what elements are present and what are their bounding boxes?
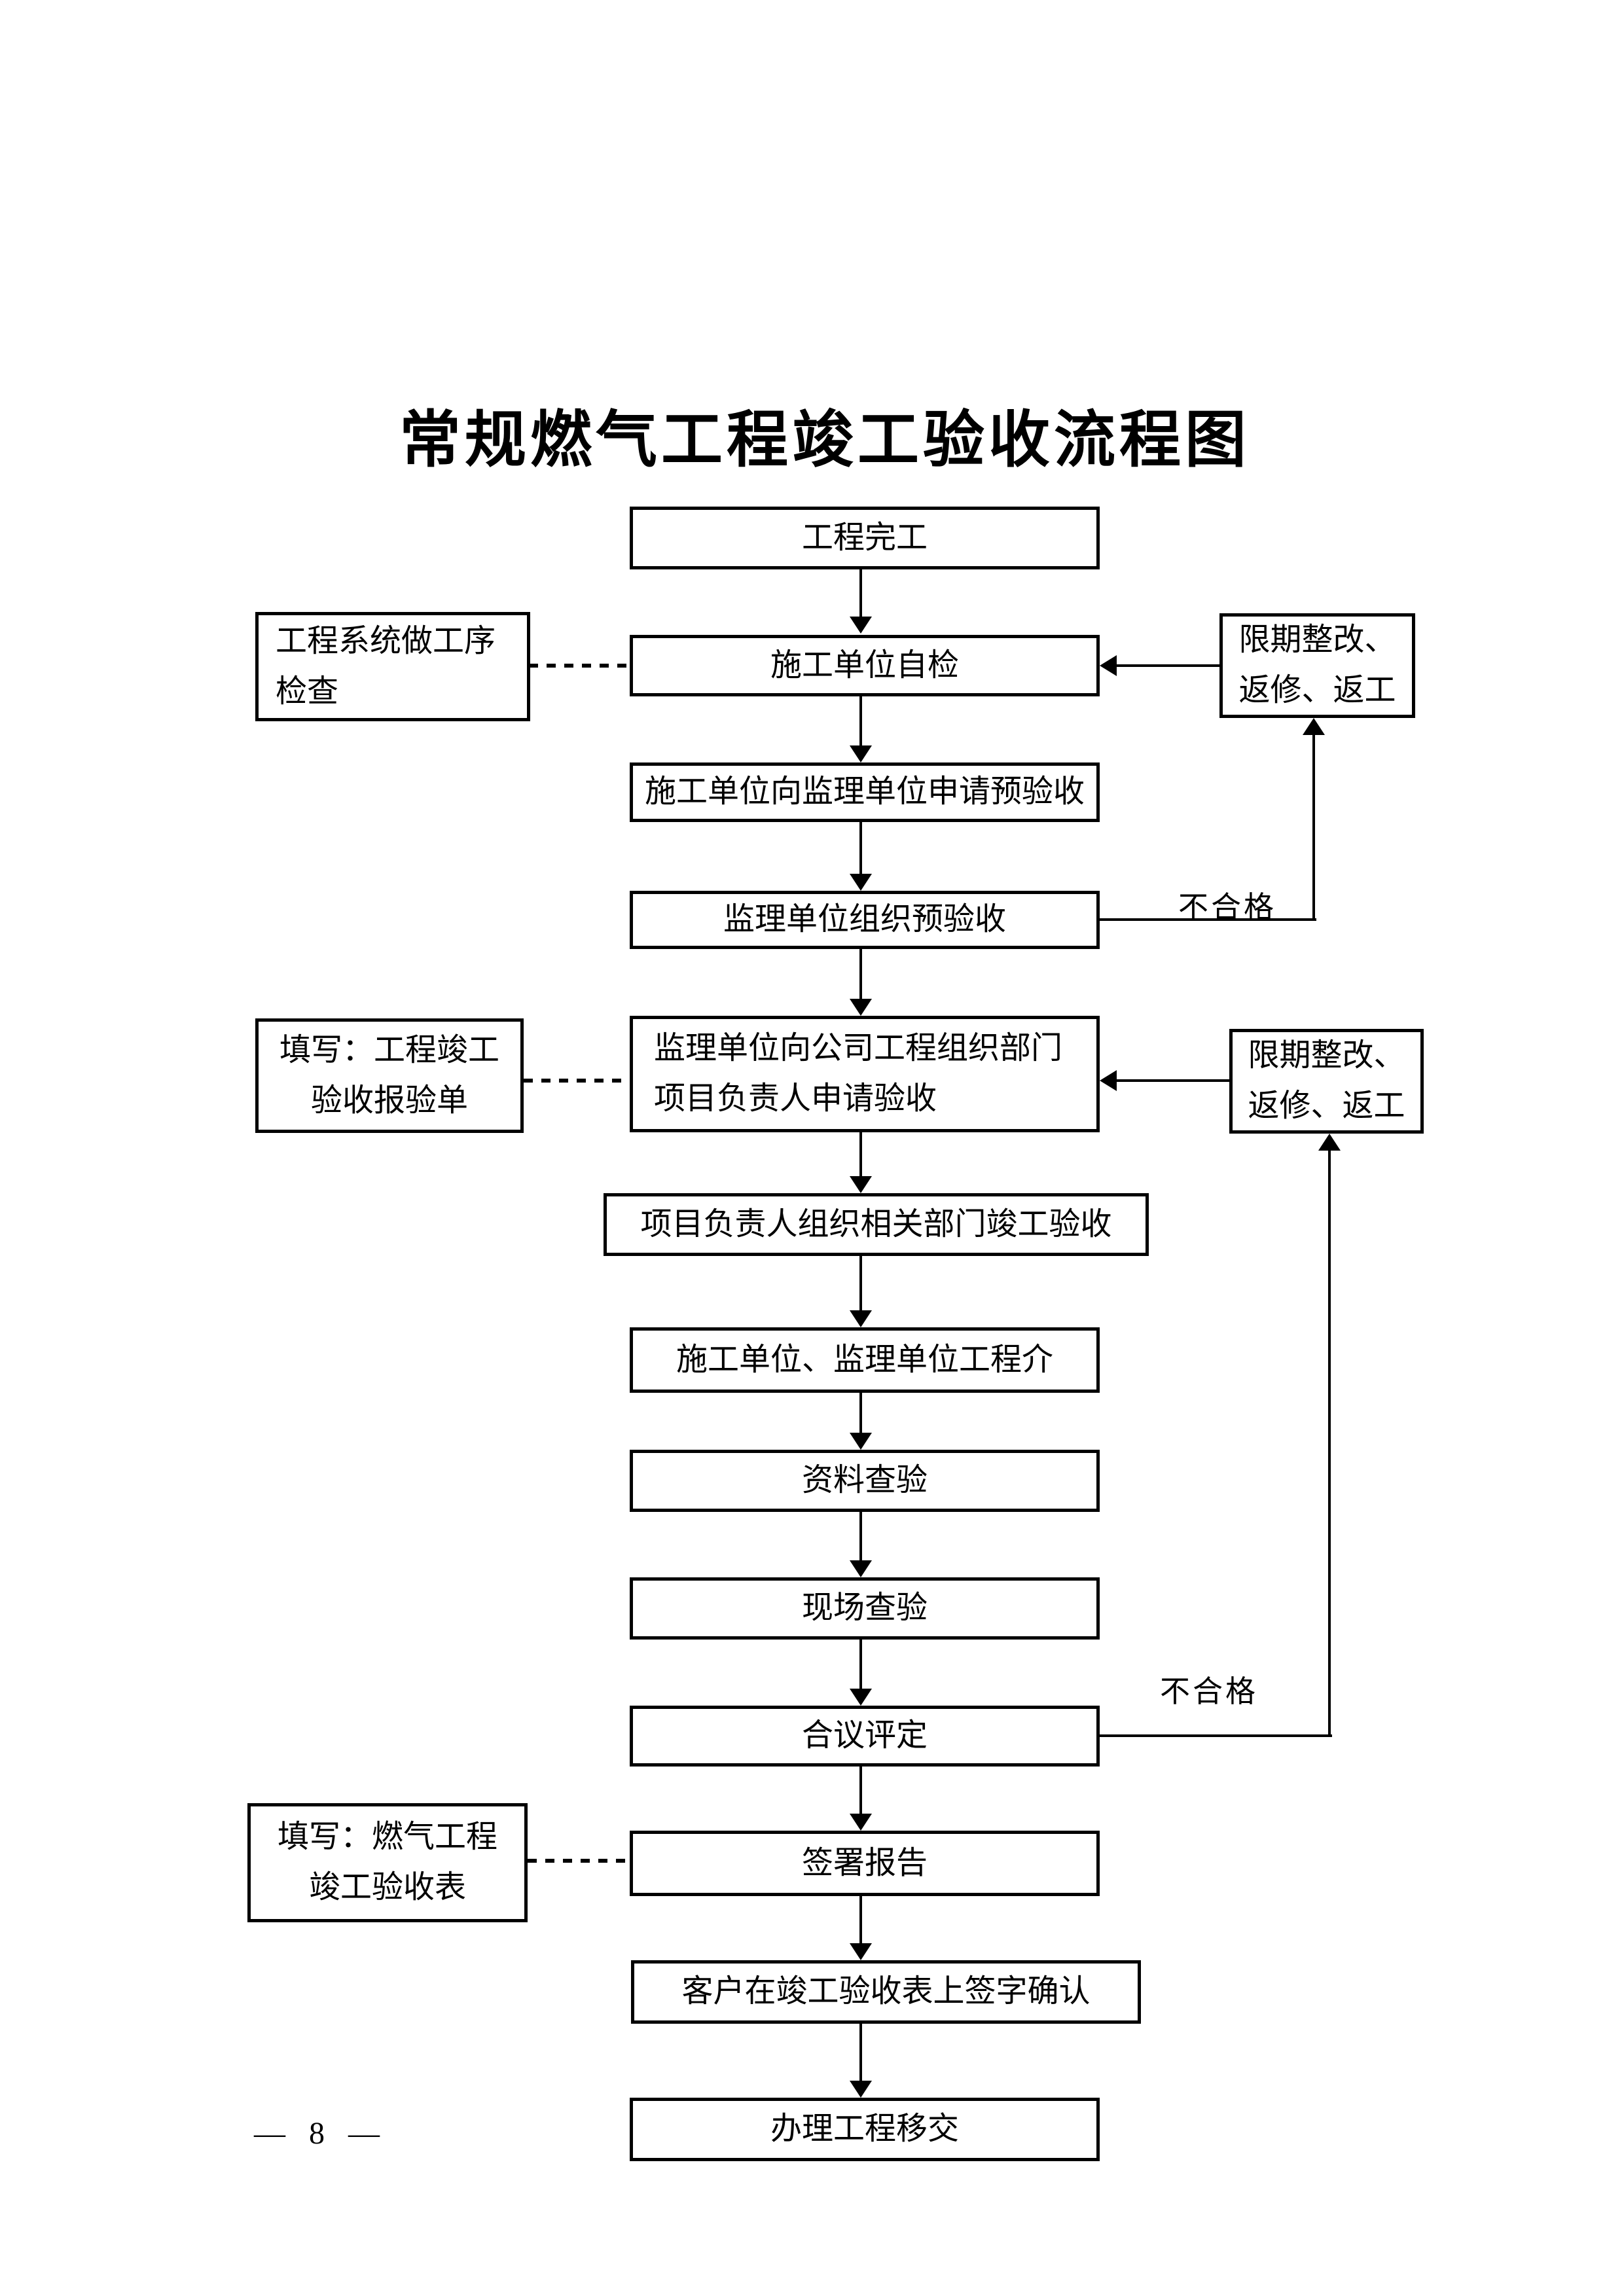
feedback2-horizontal-line [1100,1734,1332,1737]
flow-node-document-check: 资料查验 [630,1450,1100,1512]
arrow-down-icon [850,1814,872,1831]
arrow-down-icon [850,617,872,634]
page-number: — 8 — [254,2116,388,2151]
arrow-down-icon [850,1560,872,1577]
flow-node-label: 签署报告 [801,1845,928,1880]
flow-node-label: 资料查验 [801,1463,928,1498]
flow-node-label: 施工单位自检 [770,647,959,683]
flow-node-project-complete: 工程完工 [630,507,1100,569]
arrow-left-icon [1100,1070,1117,1091]
side-note-fill-completion-acceptance-form: 填写：燃气工程 竣工验收表 [247,1803,528,1922]
connector-line [859,694,862,747]
flow-node-label: 客户在竣工验收表上签字确认 [681,1974,1091,2009]
flow-node-label-line1: 监理单位向公司工程组织部门 [654,1031,1063,1066]
connector-line [859,1765,862,1815]
rework-line1: 限期整改、 [1238,622,1396,658]
feedback1-vertical-line [1312,734,1315,921]
arrow-down-icon [850,1310,872,1327]
arrow-down-icon [850,2081,872,2098]
flow-node-label: 项目负责人组织相关部门竣工验收 [640,1206,1112,1242]
feedback1-horizontal-line [1100,918,1316,921]
connector-line [859,567,862,618]
connector-line [859,1255,862,1312]
flow-node-sign-report: 签署报告 [630,1831,1100,1896]
rework-line2: 返修、返工 [1248,1088,1405,1123]
connector-line [859,1131,862,1177]
side-note-line1: 填写：工程竣工 [279,1032,499,1067]
arrow-down-icon [850,745,872,762]
flow-node-supervisor-pre-acceptance: 监理单位组织预验收 [630,891,1100,949]
side-note-fill-acceptance-report-form: 填写：工程竣工 验收报验单 [255,1018,524,1133]
flow-node-label-line2: 项目负责人申请验收 [654,1081,937,1116]
flow-node-project-handover: 办理工程移交 [630,2098,1100,2161]
fail-label-1: 不合格 [1178,891,1276,924]
rework-box-2: 限期整改、 返修、返工 [1229,1029,1424,1134]
rework-line2: 返修、返工 [1238,673,1396,708]
arrow-down-icon [850,1943,872,1960]
dashed-connector [528,1859,630,1863]
flow-node-contractor-self-check: 施工单位自检 [630,635,1100,696]
arrow-down-icon [850,999,872,1016]
arrow-down-icon [850,1176,872,1193]
side-note-line1: 工程系统做工序 [276,623,496,658]
arrow-down-icon [850,874,872,891]
flow-node-site-check: 现场查验 [630,1577,1100,1640]
flow-node-label: 监理单位组织预验收 [723,902,1006,937]
connector-line [859,2022,862,2082]
arrow-up-icon [1303,718,1325,735]
feedback2-return-line [1117,1079,1229,1082]
flow-node-label: 现场查验 [801,1590,928,1626]
arrow-down-icon [850,1689,872,1706]
flow-node-customer-sign-confirm: 客户在竣工验收表上签字确认 [631,1960,1141,2024]
side-note-line2: 验收报验单 [310,1083,468,1118]
side-note-process-check: 工程系统做工序 检查 [255,612,530,721]
side-note-line1: 填写：燃气工程 [277,1820,497,1855]
connector-line [859,1511,862,1562]
dashed-connector [524,1079,630,1083]
rework-box-1: 限期整改、 返修、返工 [1219,613,1415,718]
feedback1-return-line [1117,664,1219,667]
dashed-connector [529,664,630,668]
flow-node-organize-completion-acceptance: 项目负责人组织相关部门竣工验收 [604,1193,1149,1256]
fail-label-2: 不合格 [1160,1675,1258,1708]
connector-line [859,948,862,1000]
arrow-down-icon [850,1433,872,1450]
side-note-line2: 检查 [276,673,339,709]
flow-node-label: 施工单位、监理单位工程介 [676,1342,1053,1377]
connector-line [859,1391,862,1434]
flow-node-apply-pre-acceptance: 施工单位向监理单位申请预验收 [630,762,1100,822]
arrow-up-icon [1318,1134,1341,1151]
connector-line [859,1638,862,1690]
flow-node-label: 合议评定 [801,1718,928,1753]
flow-node-project-introduction: 施工单位、监理单位工程介 [630,1327,1100,1393]
rework-line1: 限期整改、 [1248,1038,1405,1073]
arrow-left-icon [1100,655,1117,676]
flow-node-label: 工程完工 [801,520,928,555]
flow-node-label: 施工单位向监理单位申请预验收 [644,774,1085,810]
feedback2-vertical-line [1328,1149,1331,1737]
side-note-line2: 竣工验收表 [308,1870,466,1905]
connector-line [859,821,862,875]
flow-node-apply-acceptance: 监理单位向公司工程组织部门 项目负责人申请验收 [630,1016,1100,1132]
flow-node-label: 办理工程移交 [770,2111,959,2147]
connector-line [859,1895,862,1945]
page-title: 常规燃气工程竣工验收流程图 [399,406,1250,475]
flow-node-joint-evaluation: 合议评定 [630,1706,1100,1767]
